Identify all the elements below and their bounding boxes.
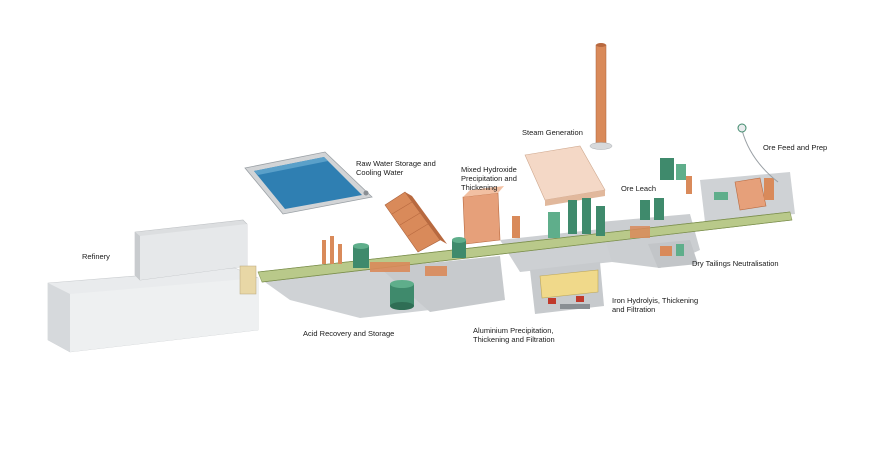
label-raw-water: Raw Water Storage and Cooling Water — [356, 159, 436, 177]
dry-tailings-area — [660, 244, 684, 256]
raw-water-pond — [244, 151, 373, 215]
label-mixed-hydroxide: Mixed Hydroxide Precipitation and Thicke… — [461, 165, 517, 192]
steam-generation-building — [524, 145, 606, 206]
acid-recovery-tanks — [322, 236, 447, 310]
ore-leach-tanks — [548, 158, 692, 238]
label-ore-feed: Ore Feed and Prep — [763, 143, 828, 152]
label-iron-hydrolysis: Iron Hydrolyis, Thickening and Filtratio… — [612, 296, 699, 314]
label-dry-tailings: Dry Tailings Neutralisation — [692, 259, 779, 268]
acid-recovery-building — [384, 191, 447, 253]
steam-stack — [589, 43, 613, 150]
iron-hydrolysis-area — [530, 262, 604, 314]
label-ore-leach: Ore Leach — [621, 184, 657, 193]
label-aluminium: Aluminium Precipitation, Thickening and … — [473, 326, 555, 344]
label-refinery: Refinery — [82, 252, 110, 261]
ore-feed-plant — [714, 123, 779, 211]
label-steam-generation: Steam Generation — [522, 128, 583, 137]
mixed-hydroxide-block — [452, 186, 520, 258]
label-acid-recovery: Acid Recovery and Storage — [303, 329, 395, 338]
refinery-buildings — [47, 219, 259, 353]
